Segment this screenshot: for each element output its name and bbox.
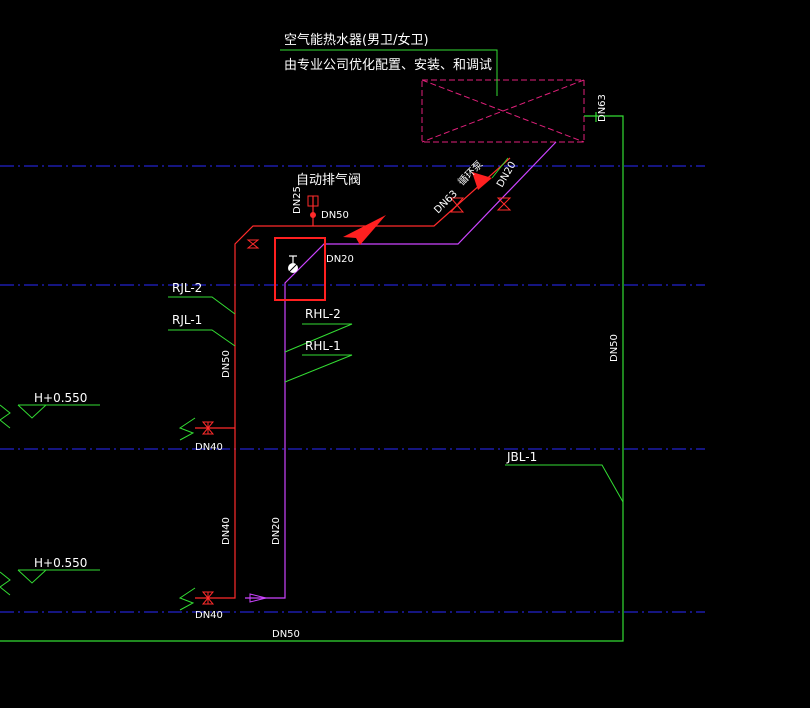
dn20-return-label: DN20 xyxy=(271,517,282,545)
heater-note: 由专业公司优化配置、安装、和调试 xyxy=(284,58,492,73)
hot-return-pipe xyxy=(245,141,557,599)
valve-dn40-lower xyxy=(201,591,215,605)
break-symbols xyxy=(0,404,196,611)
hot-supply-pipe xyxy=(195,157,511,599)
dn63-top-label: DN63 xyxy=(597,94,608,122)
rjl1-label: RJL-1 xyxy=(172,313,202,327)
level-upper-label: H+0.550 xyxy=(34,391,87,405)
pipe-tag-leaders xyxy=(168,296,353,383)
dn50-bottom-label: DN50 xyxy=(272,629,300,640)
level-lower-label: H+0.550 xyxy=(34,556,87,570)
valve-return-dn20 xyxy=(496,197,512,211)
dn40-riser-label: DN40 xyxy=(221,517,232,545)
return-check-valve xyxy=(249,593,267,603)
valve-supply-dn63 xyxy=(449,197,465,213)
air-source-heater xyxy=(421,79,585,143)
rhl2-label: RHL-2 xyxy=(305,307,341,321)
circulation-pump xyxy=(472,157,509,190)
rjl2-label: RJL-2 xyxy=(172,281,202,295)
auto-vent-valve xyxy=(307,195,319,218)
dn50-cold-label: DN50 xyxy=(609,334,620,362)
level-marker-lower xyxy=(17,569,100,584)
valve-supply-top xyxy=(246,239,260,249)
floor-lines xyxy=(0,165,705,613)
auto-vent-label: 自动排气阀 xyxy=(296,172,361,188)
dn40-lower-label: DN40 xyxy=(195,610,223,621)
dn50-vent-label: DN50 xyxy=(321,210,349,221)
rhl1-label: RHL-1 xyxy=(305,339,341,353)
valve-dn40-upper xyxy=(201,421,215,435)
dn50-riser-label: DN50 xyxy=(221,350,232,378)
cold-water-pipe xyxy=(0,112,624,642)
highlight-box xyxy=(274,237,326,301)
jbl1-leader xyxy=(505,464,624,503)
dn20-highlight-label: DN20 xyxy=(326,254,354,265)
jbl1-label: JBL-1 xyxy=(506,450,537,464)
valve-symbol-in-box xyxy=(288,255,298,273)
dn25-label: DN25 xyxy=(292,186,303,214)
level-marker-upper xyxy=(17,404,100,419)
red-arrow xyxy=(343,215,386,245)
heater-leader xyxy=(280,49,498,96)
heater-title: 空气能热水器(男卫/女卫) xyxy=(284,32,429,48)
dn40-upper-label: DN40 xyxy=(195,442,223,453)
